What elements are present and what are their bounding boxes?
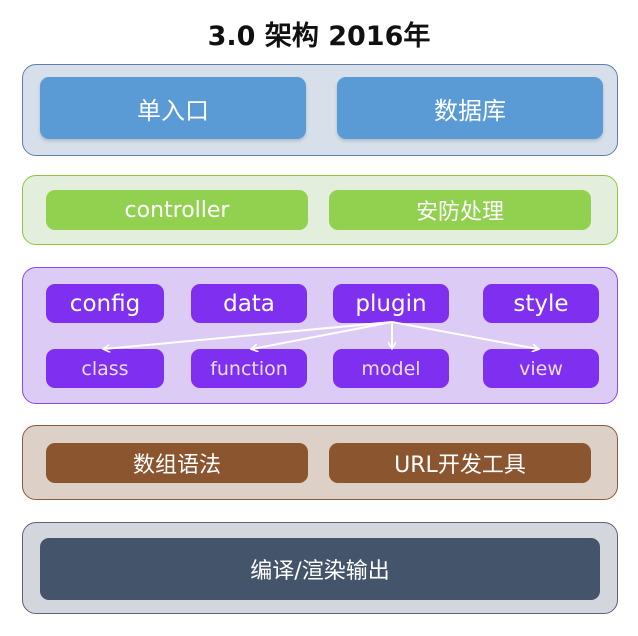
function-box: function xyxy=(191,349,307,388)
model-box: model xyxy=(333,349,449,388)
layer-tools: 数组语法 URL开发工具 xyxy=(22,425,618,500)
url-dev-tool-box: URL开发工具 xyxy=(329,443,591,483)
layer-modules: config data plugin style class function … xyxy=(22,267,618,404)
single-entry-box: 单入口 xyxy=(40,77,306,139)
compile-render-output-box: 编译/渲染输出 xyxy=(40,538,600,600)
style-box: style xyxy=(483,284,599,323)
controller-box: controller xyxy=(46,190,308,230)
security-box: 安防处理 xyxy=(329,190,591,230)
view-box: view xyxy=(483,349,599,388)
layer-controller: controller 安防处理 xyxy=(22,175,618,245)
diagram-title: 3.0 架构 2016年 xyxy=(207,21,431,52)
config-box: config xyxy=(46,284,164,323)
layer-output: 编译/渲染输出 xyxy=(22,522,618,614)
array-syntax-box: 数组语法 xyxy=(46,443,308,483)
layer-entry: 单入口 数据库 xyxy=(22,64,618,156)
plugin-box: plugin xyxy=(333,284,449,323)
class-box: class xyxy=(46,349,164,388)
database-box: 数据库 xyxy=(337,77,603,139)
data-box: data xyxy=(191,284,307,323)
